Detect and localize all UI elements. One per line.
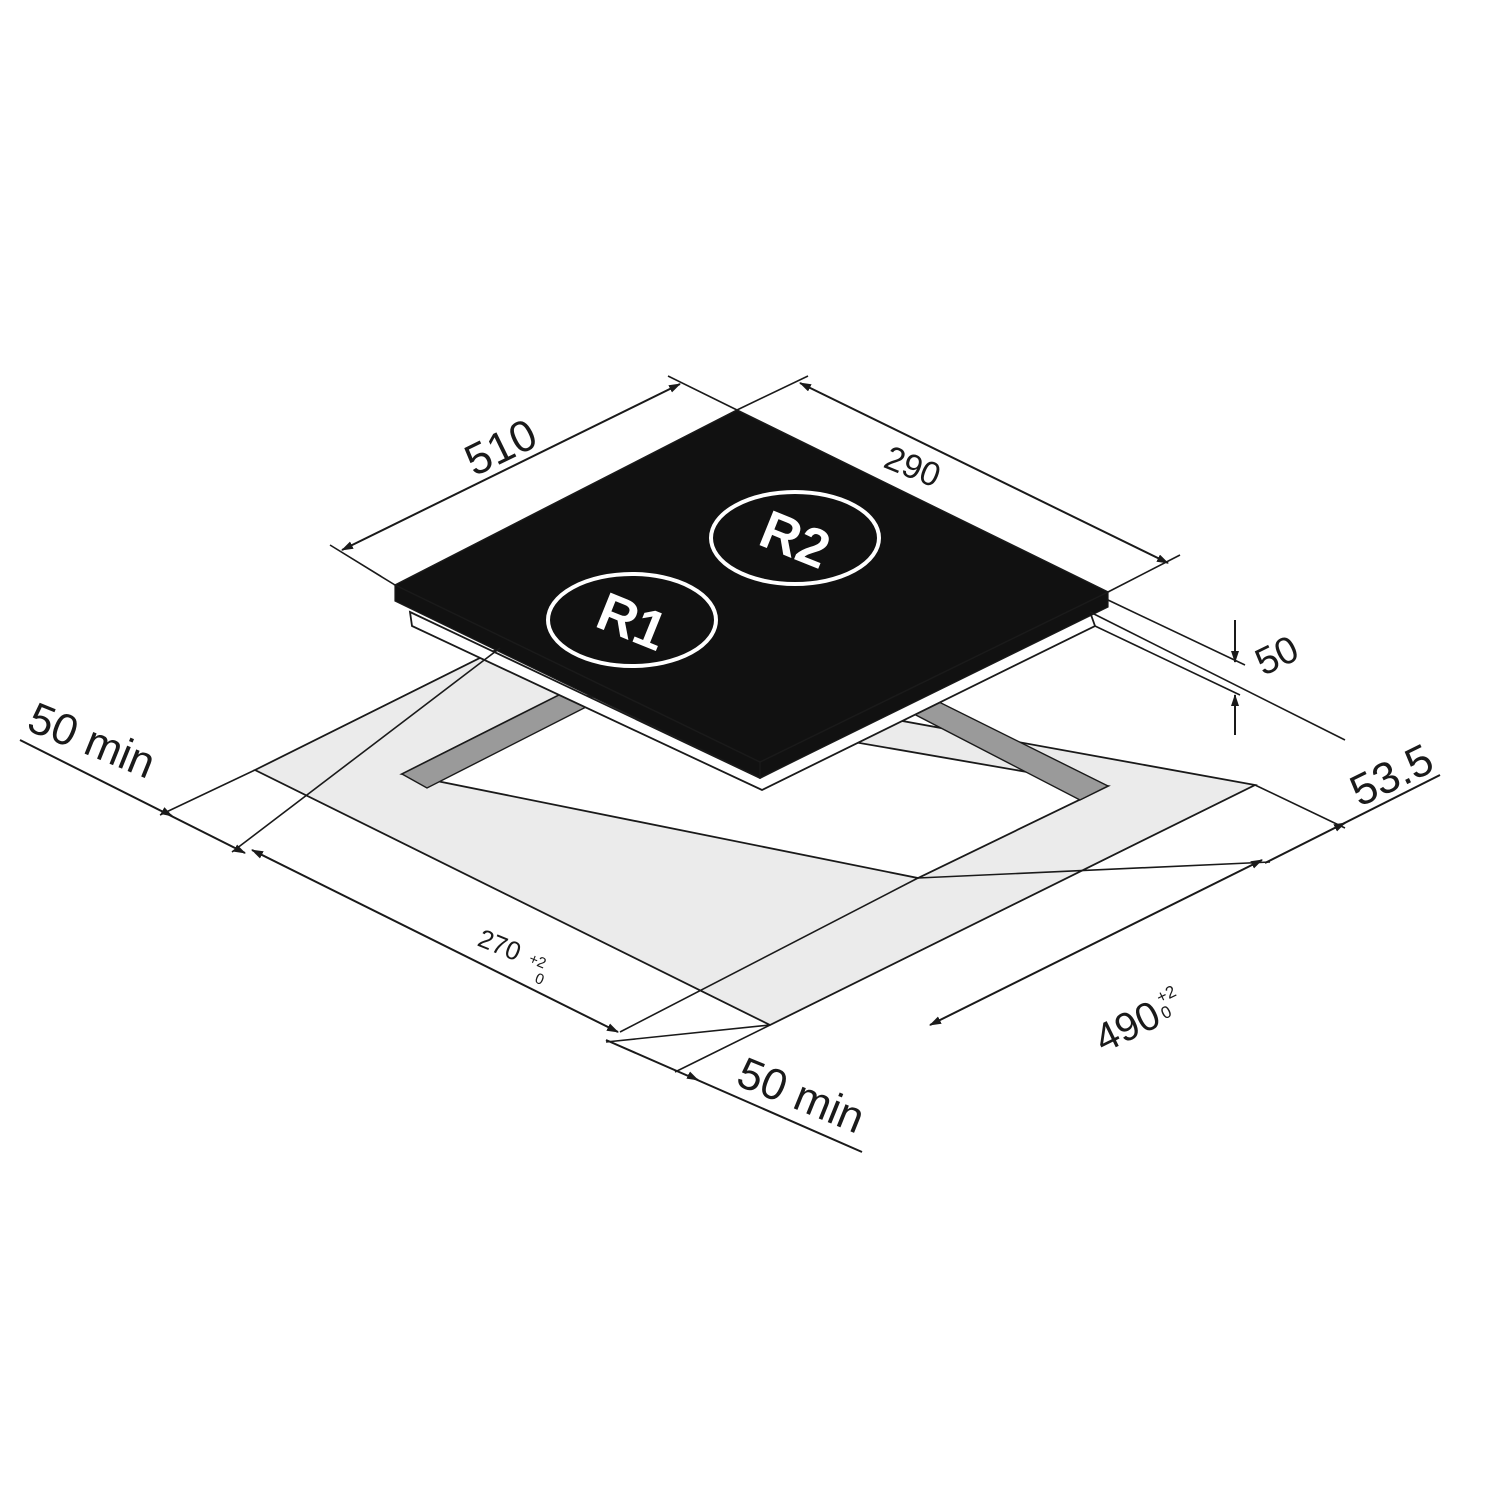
dimension-270-line	[251, 849, 619, 1033]
dimension-490-line	[929, 859, 1263, 1026]
dimension-490-label: 490	[1088, 993, 1167, 1062]
dimension-290-line	[799, 382, 1169, 564]
dimension-53-5-line	[1264, 774, 1441, 864]
zone-r1-ring	[546, 572, 718, 668]
dimension-50-min-front-line	[605, 1039, 863, 1153]
dimension-50-min-front-label: 50 min	[731, 1048, 872, 1143]
dimension-510-line	[341, 383, 681, 551]
dimension-50-min-left-line	[19, 739, 246, 854]
dimension-270-tol-lower: 0	[532, 970, 546, 989]
dimension-270-tol-upper: +2	[526, 950, 548, 972]
dimension-50-height-label: 50	[1249, 628, 1305, 684]
dimension-53-5-label: 53.5	[1343, 735, 1441, 817]
dimension-50-min-left-label: 50 min	[21, 693, 162, 788]
dimension-270-label: 270	[474, 923, 525, 967]
dimension-510-label: 510	[457, 410, 544, 486]
